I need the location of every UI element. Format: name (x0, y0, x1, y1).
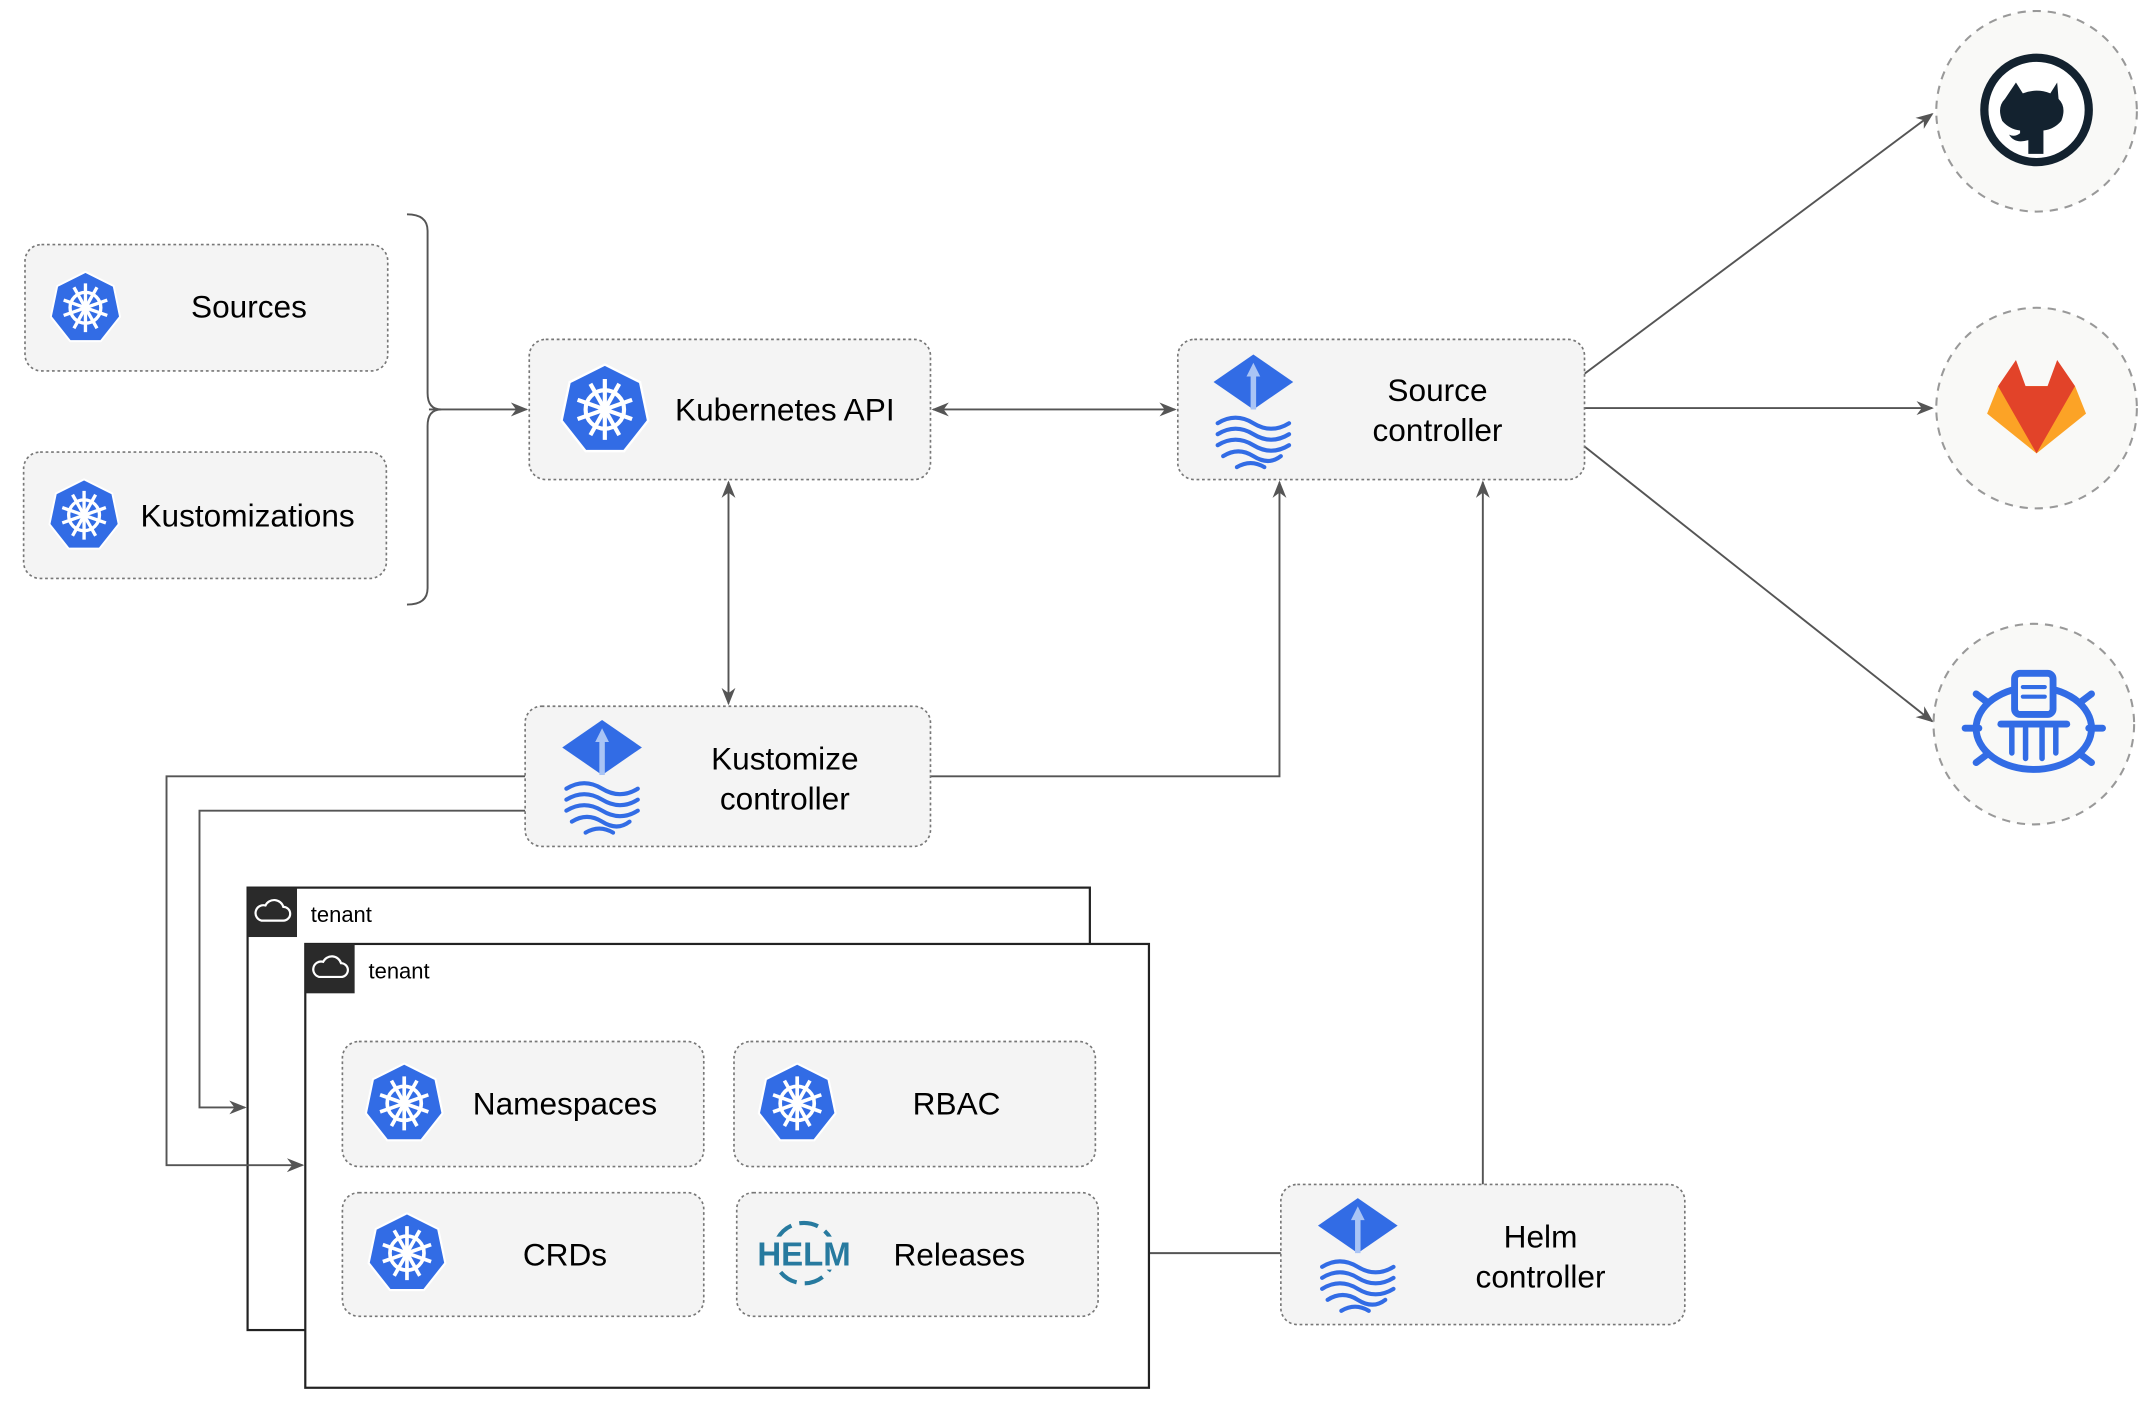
github-icon (1980, 53, 2093, 167)
crds-label: CRDs (523, 1236, 607, 1272)
rbac-node[interactable]: RBAC (733, 1040, 1097, 1168)
gitlab-node[interactable] (1935, 306, 2138, 510)
source-controller-node[interactable]: Source controller (1176, 338, 1586, 481)
namespaces-node[interactable]: Namespaces (341, 1040, 705, 1168)
kustomizations-label: Kustomizations (140, 497, 354, 533)
source-controller-label-1: Source (1387, 372, 1487, 408)
edge-kustomize-to-tenant-back (198, 809, 526, 1115)
helm-icon: HELM (755, 1220, 853, 1286)
helm-controller-label-1: Helm (1504, 1219, 1578, 1255)
edge-source-to-bucket (1583, 445, 1934, 723)
releases-node[interactable]: HELM Releases (735, 1191, 1099, 1318)
sources-label: Sources (191, 288, 307, 324)
tenant-label: tenant (311, 902, 372, 927)
bucket-node[interactable] (1932, 622, 2136, 826)
svg-text:HELM: HELM (757, 1235, 850, 1272)
kubernetes-api-node[interactable]: Kubernetes API (528, 338, 932, 481)
crds-node[interactable]: CRDs (341, 1191, 705, 1318)
kustomize-controller-label-2: controller (720, 780, 850, 816)
rbac-label: RBAC (913, 1085, 1001, 1121)
gitlab-icon (1987, 359, 2087, 454)
source-controller-label-2: controller (1373, 412, 1503, 448)
cloud-icon (305, 943, 355, 994)
bucket-icon (1961, 669, 2106, 773)
namespaces-label: Namespaces (473, 1085, 657, 1121)
helm-controller-label-2: controller (1476, 1258, 1606, 1294)
kustomize-controller-node[interactable]: Kustomize controller (524, 705, 932, 848)
sources-node[interactable]: Sources (24, 243, 389, 372)
helm-controller-node[interactable]: Helm controller (1280, 1183, 1686, 1326)
edge-source-to-github (1583, 113, 1934, 375)
github-node[interactable] (1935, 9, 2138, 213)
releases-label: Releases (893, 1236, 1025, 1272)
kustomizations-node[interactable]: Kustomizations (22, 451, 388, 580)
kustomize-controller-label-1: Kustomize (711, 740, 858, 776)
kubernetes-api-label: Kubernetes API (675, 391, 895, 427)
tenant-label: tenant (369, 958, 430, 983)
edge-kustomize-to-source (930, 480, 1287, 778)
cloud-icon (247, 887, 298, 938)
edge-kustomize-to-tenant-front (165, 775, 526, 1173)
